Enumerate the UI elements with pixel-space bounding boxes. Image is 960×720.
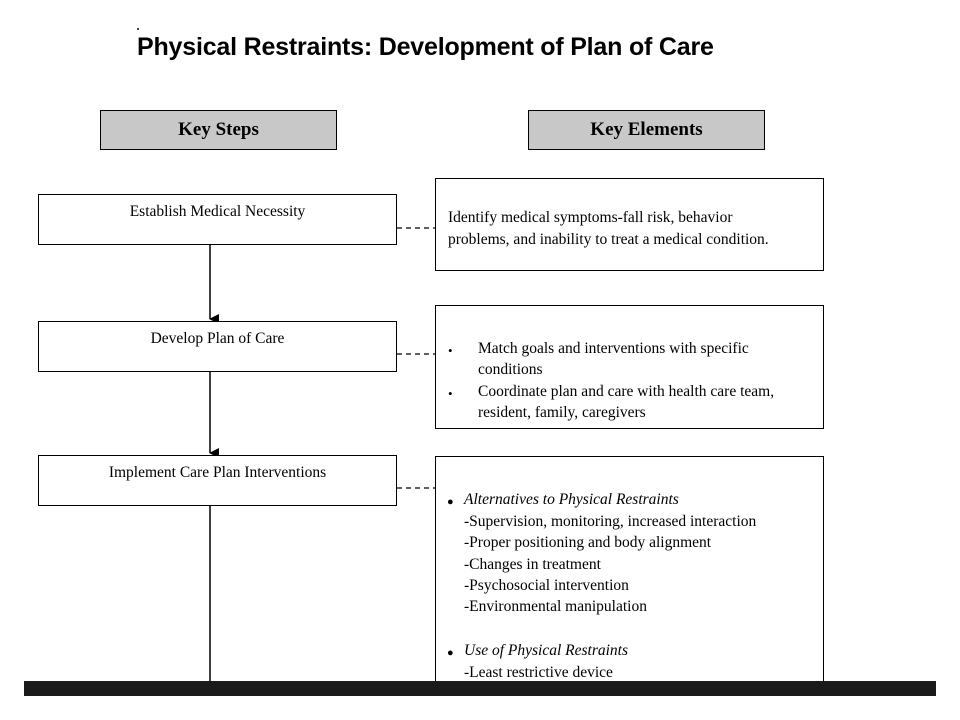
use-heading: Use of Physical Restraints <box>464 642 629 659</box>
bullet-icon: ● <box>447 647 454 659</box>
alternative-item: -Supervision, monitoring, increased inte… <box>464 513 757 530</box>
bullet-icon: • <box>448 386 453 401</box>
key-elements-header: Key Elements <box>528 110 765 150</box>
step-label: Establish Medical Necessity <box>129 203 306 220</box>
stray-mark <box>137 28 139 30</box>
element-text-line: Identify medical symptoms-fall risk, beh… <box>448 209 733 226</box>
alternatives-heading: Alternatives to Physical Restraints <box>464 491 679 508</box>
key-steps-label: Key Steps <box>178 119 259 140</box>
element-text-line: Match goals and interventions with speci… <box>478 340 749 357</box>
alternative-item: -Environmental manipulation <box>464 598 647 615</box>
element-text-line: Coordinate plan and care with health car… <box>478 383 775 400</box>
element-box-interventions: ● Alternatives to Physical Restraints -S… <box>435 456 824 696</box>
element-text-line: resident, family, caregivers <box>478 404 646 421</box>
element-text-line: problems, and inability to treat a medic… <box>448 231 769 248</box>
element-text-line: conditions <box>478 361 543 378</box>
element-box-plan-of-care: • Match goals and interventions with spe… <box>435 305 824 429</box>
bullet-icon: ● <box>447 496 454 508</box>
use-item: -Least restrictive device <box>464 664 613 681</box>
alternative-item: -Changes in treatment <box>464 556 601 573</box>
footer-bar <box>24 681 936 696</box>
page-title: Physical Restraints: Development of Plan… <box>137 33 714 61</box>
element-box-medical-necessity: Identify medical symptoms-fall risk, beh… <box>435 178 824 271</box>
step-label: Implement Care Plan Interventions <box>108 464 327 481</box>
bullet-icon: • <box>448 343 453 358</box>
step-develop-plan-of-care: Develop Plan of Care <box>38 321 397 372</box>
step-establish-medical-necessity: Establish Medical Necessity <box>38 194 397 245</box>
alternative-item: -Psychosocial intervention <box>464 577 629 594</box>
key-elements-label: Key Elements <box>590 119 703 140</box>
step-label: Develop Plan of Care <box>150 330 285 347</box>
step-implement-interventions: Implement Care Plan Interventions <box>38 455 397 506</box>
key-steps-header: Key Steps <box>100 110 337 150</box>
alternative-item: -Proper positioning and body alignment <box>464 534 712 551</box>
